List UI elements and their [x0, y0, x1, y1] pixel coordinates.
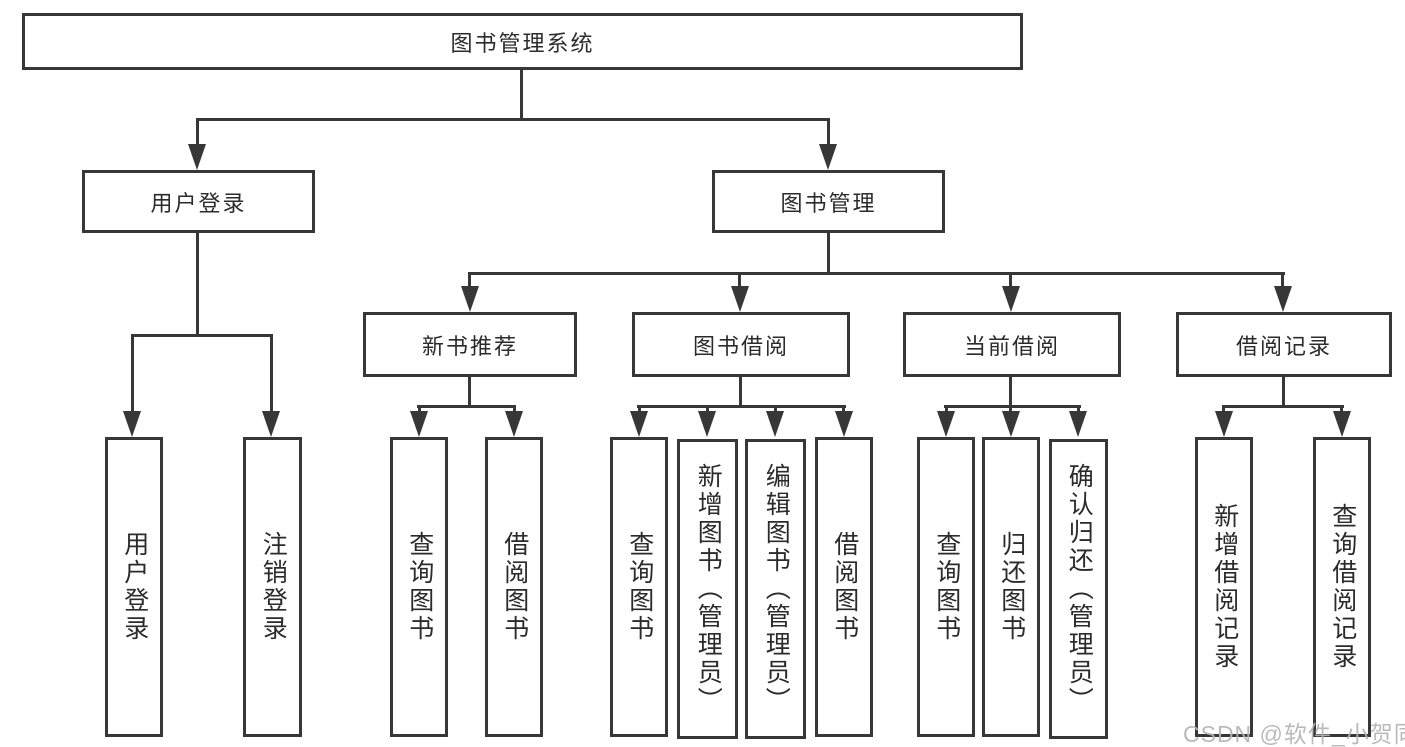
- connector-book-mgmt-shaft: [827, 118, 830, 148]
- arrowhead-bb-borrow-book: [835, 411, 853, 437]
- arrowhead-br-query-record: [1333, 411, 1351, 437]
- arrowhead-bb-query-book: [630, 411, 648, 437]
- connector-current-borrow-drop: [1009, 377, 1012, 408]
- arrowhead-book-mgmt: [819, 144, 837, 170]
- connector-cb-confirm-shaft: [1077, 405, 1080, 415]
- connector-level2-hline: [196, 118, 830, 121]
- leaf-bb-add-book: 新增图书（管理员）: [677, 439, 738, 739]
- leaf-cb-return-book-label: 归还图书: [997, 531, 1026, 643]
- arrowhead-nbr-query-book: [410, 411, 428, 437]
- arrowhead-user-login: [188, 144, 206, 170]
- arrowhead-book-borrow: [731, 286, 749, 312]
- connector-book-borrow-shaft: [738, 272, 741, 289]
- leaf-bb-borrow-book-label: 借阅图书: [830, 531, 859, 643]
- node-user-login-branch: 用户登录: [82, 170, 315, 233]
- connector-borrow-record-hline: [1222, 405, 1344, 408]
- leaf-br-add-record: 新增借阅记录: [1195, 437, 1253, 737]
- arrowhead-borrow-record: [1274, 286, 1292, 312]
- node-borrow-record-label: 借阅记录: [1235, 333, 1332, 359]
- leaf-nbr-query-book: 查询图书: [390, 437, 448, 737]
- connector-current-borrow-shaft: [1009, 272, 1012, 289]
- node-root: 图书管理系统: [22, 13, 1023, 70]
- arrowhead-cb-query-book: [937, 411, 955, 437]
- connector-book-borrow-drop: [739, 377, 742, 408]
- node-current-borrow-label: 当前借阅: [963, 333, 1060, 359]
- leaf-bb-edit-book: 编辑图书（管理员）: [745, 439, 806, 739]
- connector-borrow-record-drop: [1282, 377, 1285, 408]
- node-user-login-branch-label: 用户登录: [150, 190, 247, 216]
- leaf-user-login-label: 用户登录: [120, 531, 149, 643]
- node-book-management-label: 图书管理: [780, 190, 877, 216]
- connector-root-drop: [520, 69, 523, 118]
- leaf-br-query-record: 查询借阅记录: [1313, 437, 1371, 737]
- arrowhead-cb-confirm-return: [1069, 411, 1087, 437]
- node-book-borrow-label: 图书借阅: [692, 333, 789, 359]
- arrowhead-br-add-record: [1215, 411, 1233, 437]
- connector-borrow-record-shaft: [1281, 272, 1284, 289]
- leaf-bb-query-book-label: 查询图书: [625, 531, 654, 643]
- leaf-user-login: 用户登录: [105, 437, 163, 737]
- connector-nbr-borrow-shaft: [513, 405, 516, 415]
- connector-leaf-user-login-shaft: [131, 334, 134, 414]
- leaf-bb-edit-book-label: 编辑图书（管理员）: [762, 463, 791, 715]
- node-borrow-record: 借阅记录: [1176, 312, 1392, 377]
- leaf-cb-confirm-return: 确认归还（管理员）: [1049, 439, 1108, 739]
- connector-bb-add-shaft: [706, 405, 709, 415]
- leaf-cb-return-book: 归还图书: [982, 437, 1040, 737]
- arrowhead-new-book-recommend: [461, 286, 479, 312]
- arrowhead-leaf-user-login: [123, 411, 141, 437]
- leaf-br-query-record-label: 查询借阅记录: [1328, 503, 1357, 671]
- arrowhead-nbr-borrow-book: [505, 411, 523, 437]
- connector-bb-query-shaft: [638, 405, 641, 415]
- connector-current-borrow-hline: [944, 405, 1081, 408]
- leaf-br-add-record-label: 新增借阅记录: [1210, 503, 1239, 671]
- connector-book-mgmt-drop: [827, 232, 830, 274]
- leaf-bb-query-book: 查询图书: [610, 437, 668, 737]
- connector-cb-return-shaft: [1009, 405, 1012, 415]
- leaf-bb-add-book-label: 新增图书（管理员）: [694, 463, 723, 715]
- connector-new-book-shaft: [468, 272, 471, 289]
- leaf-nbr-borrow-book-label: 借阅图书: [500, 531, 529, 643]
- node-book-borrow: 图书借阅: [632, 312, 850, 377]
- watermark: CSDN @软件_小贺同学: [1183, 721, 1405, 747]
- leaf-bb-borrow-book: 借阅图书: [815, 437, 873, 737]
- connector-user-login-drop: [196, 232, 199, 336]
- leaf-cb-query-book: 查询图书: [917, 437, 975, 737]
- connector-new-book-hline: [417, 405, 516, 408]
- leaf-nbr-borrow-book: 借阅图书: [485, 437, 543, 737]
- connector-new-book-drop: [468, 377, 471, 408]
- node-current-borrow: 当前借阅: [903, 312, 1121, 377]
- leaf-cb-query-book-label: 查询图书: [932, 531, 961, 643]
- connector-leaf-logout-shaft: [270, 334, 273, 414]
- connector-bb-edit-shaft: [774, 405, 777, 415]
- arrowhead-bb-add-book: [698, 411, 716, 437]
- connector-book-borrow-hline: [637, 405, 846, 408]
- connector-bb-borrow-shaft: [842, 405, 845, 415]
- connector-br-query-shaft: [1340, 405, 1343, 415]
- node-book-management: 图书管理: [712, 170, 945, 233]
- arrowhead-leaf-logout: [262, 411, 280, 437]
- node-new-book-recommend-label: 新书推荐: [421, 333, 518, 359]
- node-new-book-recommend: 新书推荐: [363, 312, 577, 377]
- arrowhead-cb-return-book: [1002, 411, 1020, 437]
- connector-br-add-shaft: [1222, 405, 1225, 415]
- connector-user-login-shaft: [196, 118, 199, 148]
- connector-user-login-hline: [131, 334, 273, 337]
- leaf-logout: 注销登录: [243, 437, 302, 737]
- arrowhead-bb-edit-book: [766, 411, 784, 437]
- connector-cb-query-shaft: [945, 405, 948, 415]
- leaf-logout-label: 注销登录: [259, 531, 288, 643]
- node-root-label: 图书管理系统: [450, 30, 595, 56]
- leaf-cb-confirm-return-label: 确认归还（管理员）: [1065, 463, 1094, 715]
- connector-nbr-query-shaft: [418, 405, 421, 415]
- arrowhead-current-borrow: [1002, 286, 1020, 312]
- leaf-nbr-query-book-label: 查询图书: [405, 531, 434, 643]
- connector-level3-hline: [468, 272, 1285, 275]
